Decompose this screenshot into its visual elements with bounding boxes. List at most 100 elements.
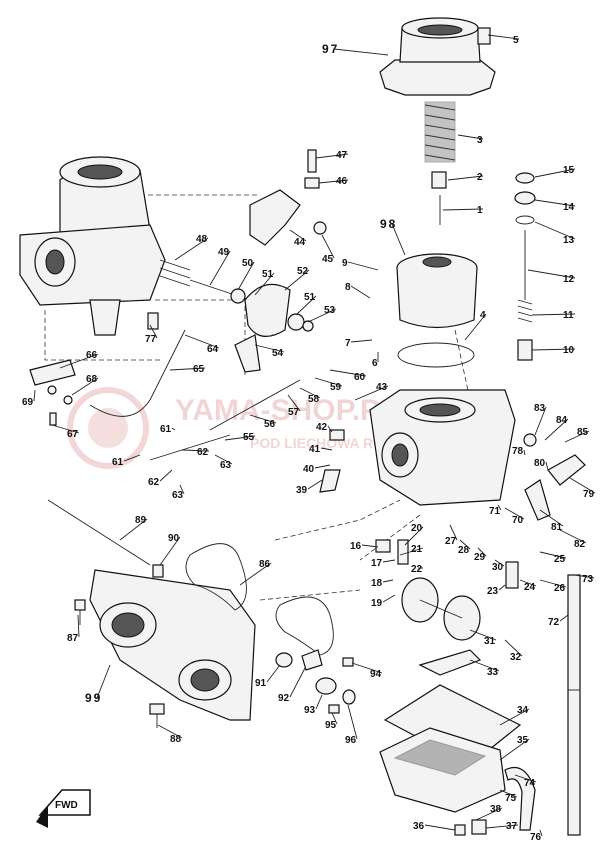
leader-line-90 bbox=[159, 536, 181, 566]
leader-line-42 bbox=[327, 425, 333, 433]
callout-12: 12 bbox=[563, 274, 575, 285]
callout-75: 75 bbox=[505, 793, 517, 804]
callout-74: 74 bbox=[524, 778, 536, 789]
fwd-badge: FWD bbox=[36, 789, 91, 828]
leader-line-26 bbox=[539, 579, 567, 588]
leader-line-73 bbox=[574, 574, 595, 579]
leader-line-67 bbox=[51, 424, 80, 434]
callout-18: 18 bbox=[371, 578, 383, 589]
callout-71: 71 bbox=[489, 506, 501, 517]
leader-line-61 bbox=[171, 427, 176, 431]
leader-line-89 bbox=[119, 518, 148, 541]
leader-line-17 bbox=[382, 559, 396, 563]
leader-line-49 bbox=[209, 250, 231, 286]
callout-26: 26 bbox=[554, 583, 566, 594]
leader-line-91 bbox=[266, 664, 281, 683]
leader-line-58 bbox=[299, 387, 321, 399]
right-side-parts bbox=[514, 172, 586, 836]
callout-53: 53 bbox=[324, 305, 336, 316]
leader-line-33 bbox=[469, 659, 500, 672]
leader-line-48 bbox=[174, 237, 209, 261]
leader-line-66 bbox=[59, 353, 99, 369]
leader-line-15 bbox=[534, 168, 576, 178]
callout-82: 82 bbox=[574, 539, 586, 550]
callout-98: 98 bbox=[380, 217, 397, 231]
leader-line-46 bbox=[318, 179, 349, 184]
callout-17: 17 bbox=[371, 558, 383, 569]
watermark: YAMA-SHOP.PL POD LIECHOWA RO bbox=[67, 387, 398, 469]
callout-23: 23 bbox=[487, 586, 499, 597]
callout-35: 35 bbox=[517, 735, 529, 746]
leader-line-35 bbox=[499, 738, 530, 761]
callout-3: 3 bbox=[477, 135, 483, 146]
leader-line-43 bbox=[354, 385, 389, 401]
callout-62: 62 bbox=[197, 447, 209, 458]
leader-line-19 bbox=[382, 594, 396, 603]
leader-line-5 bbox=[487, 34, 520, 40]
small-bottom-parts bbox=[275, 649, 356, 714]
callout-61b: 61 bbox=[112, 457, 124, 468]
callout-2: 2 bbox=[477, 172, 483, 183]
callout-51b: 51 bbox=[304, 292, 316, 303]
leader-line-96 bbox=[347, 704, 358, 740]
leader-line-54 bbox=[254, 344, 285, 353]
leader-line-95 bbox=[331, 712, 338, 725]
leader-line-79 bbox=[569, 477, 596, 494]
callout-63: 63 bbox=[220, 460, 232, 471]
callout-83: 83 bbox=[534, 403, 546, 414]
leader-line-27 bbox=[449, 524, 458, 541]
leader-line-78 bbox=[523, 449, 526, 456]
callout-15: 15 bbox=[563, 165, 575, 176]
callout-5: 5 bbox=[513, 35, 519, 46]
callout-52: 52 bbox=[297, 266, 309, 277]
leader-line-10 bbox=[531, 348, 576, 351]
callout-32: 32 bbox=[510, 652, 522, 663]
leader-line-93 bbox=[315, 694, 323, 710]
callout-34: 34 bbox=[517, 705, 529, 716]
leader-line-77 bbox=[149, 324, 158, 339]
intake-manifold bbox=[47, 499, 334, 728]
callout-41: 41 bbox=[309, 444, 321, 455]
leader-line-8 bbox=[350, 285, 371, 299]
callout-4: 4 bbox=[480, 310, 486, 321]
leader-line-63b bbox=[179, 484, 185, 495]
leader-line-76 bbox=[539, 829, 543, 837]
callout-47: 47 bbox=[336, 150, 348, 161]
leader-line-34 bbox=[499, 708, 530, 726]
callout-8: 8 bbox=[345, 282, 351, 293]
callout-97: 97 bbox=[322, 42, 339, 56]
callout-50: 50 bbox=[242, 258, 254, 269]
callout-66: 66 bbox=[86, 350, 98, 361]
main-carburetor-body bbox=[319, 389, 516, 506]
callout-19: 19 bbox=[371, 598, 383, 609]
leader-line-62 bbox=[181, 449, 210, 452]
leader-line-3 bbox=[457, 134, 484, 140]
leader-line-24 bbox=[519, 579, 537, 587]
leader-line-32 bbox=[504, 639, 523, 657]
leader-line-88 bbox=[157, 724, 183, 739]
leader-line-64 bbox=[184, 334, 220, 349]
leader-line-29 bbox=[477, 547, 487, 557]
callout-91: 91 bbox=[255, 678, 267, 689]
callout-31: 31 bbox=[484, 636, 496, 647]
watermark-subtext: POD LIECHOWA RO bbox=[250, 435, 384, 451]
callout-43: 43 bbox=[376, 382, 388, 393]
callout-49: 49 bbox=[218, 247, 230, 258]
leader-line-75 bbox=[499, 789, 518, 798]
leader-line-31 bbox=[469, 629, 497, 641]
leader-line-11 bbox=[531, 313, 576, 316]
leader-line-92 bbox=[289, 667, 306, 698]
float-bowl-assembly bbox=[375, 539, 536, 836]
callout-56: 56 bbox=[264, 419, 276, 430]
callout-60: 60 bbox=[354, 372, 366, 383]
leader-line-81 bbox=[539, 509, 564, 527]
leader-line-30 bbox=[494, 559, 505, 567]
leader-line-87 bbox=[77, 614, 80, 638]
leader-line-1 bbox=[442, 208, 484, 211]
leader-line-14 bbox=[534, 199, 576, 207]
leader-line-70 bbox=[504, 507, 525, 520]
leader-line-68 bbox=[71, 377, 99, 396]
callout-25: 25 bbox=[554, 554, 566, 565]
leader-lines bbox=[33, 34, 596, 837]
